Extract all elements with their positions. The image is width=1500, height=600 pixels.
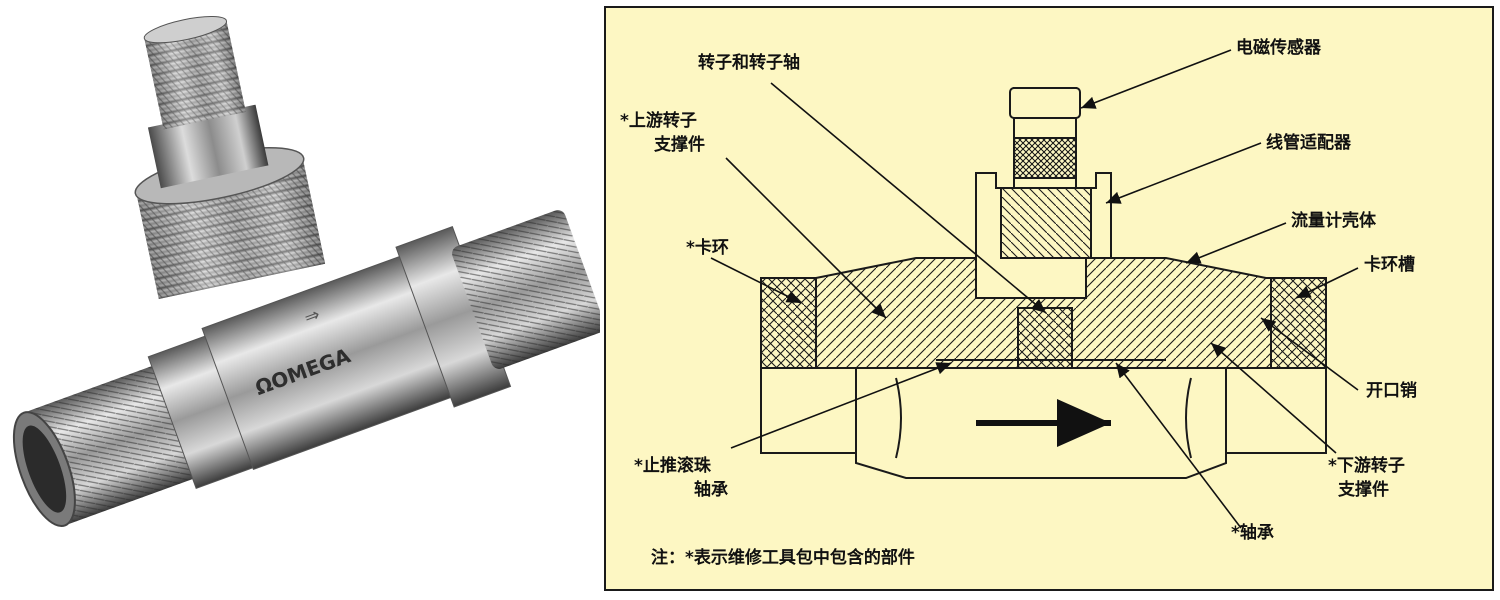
label-upstream-support-line2: 支撑件 (654, 134, 705, 155)
cutaway-diagram-panel: 转子和转子轴 *上游转子 支撑件 *卡环 *止推滚珠 轴承 电磁传感器 线管适配… (604, 6, 1494, 591)
label-downstream-support-line2: 支撑件 (1338, 479, 1389, 500)
footnote: 注：*表示维修工具包中包含的部件 (651, 547, 915, 568)
inlet-thread (12, 332, 263, 528)
meter-body: ΩOMEGA ⇒ (201, 210, 600, 471)
label-conduit-adapter: 线管适配器 (1266, 132, 1352, 153)
leader-lines (710, 49, 1359, 529)
label-rotor-and-shaft: 转子和转子轴 (698, 52, 800, 73)
cutaway-diagram: 转子和转子轴 *上游转子 支撑件 *卡环 *止推滚珠 轴承 电磁传感器 线管适配… (620, 37, 1417, 568)
label-retaining-ring: *卡环 (686, 237, 729, 258)
flow-arrow-mark: ⇒ (302, 304, 323, 329)
label-cotter-pin: 开口销 (1366, 380, 1417, 401)
label-downstream-support-line1: *下游转子 (1328, 455, 1405, 476)
label-ring-groove: 卡环槽 (1364, 254, 1415, 275)
label-thrust-bearing-line1: *止推滚珠 (634, 455, 712, 476)
sensor-boss (134, 16, 326, 300)
label-magnetic-pickup: 电磁传感器 (1236, 37, 1322, 58)
label-thrust-bearing-line2: 轴承 (694, 479, 728, 500)
flowmeter-product-photo: ΩOMEGA ⇒ (12, 16, 600, 528)
label-upstream-support-line1: *上游转子 (620, 110, 697, 131)
flowmeter-body-drawing (760, 87, 1327, 479)
label-flowmeter-body: 流量计壳体 (1291, 210, 1377, 231)
label-bearing: *轴承 (1231, 522, 1274, 543)
